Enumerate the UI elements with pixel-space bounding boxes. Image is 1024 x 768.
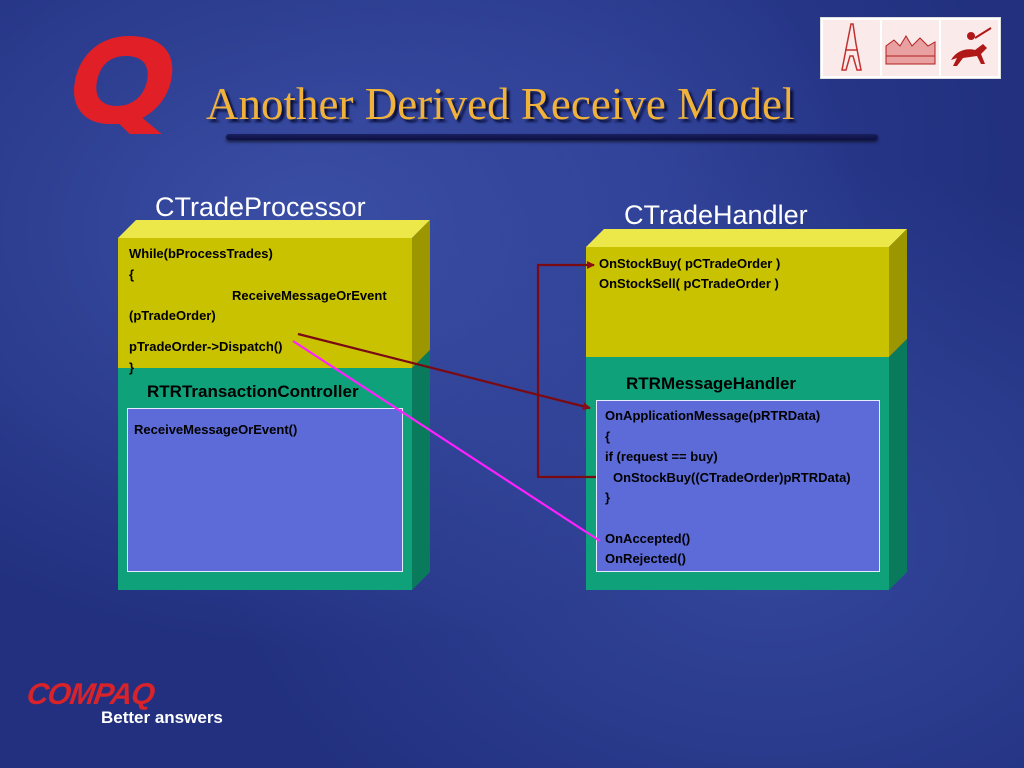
message-code-line-2: {	[605, 429, 611, 444]
controller-panel	[127, 408, 403, 572]
ctradehandler-label: CTradeHandler	[624, 200, 808, 230]
message-code-line-8: OnRejected()	[605, 551, 686, 566]
rtrmessagehandler-label: RTRMessageHandler	[626, 374, 797, 393]
message-code-line-5: }	[605, 490, 611, 505]
processor-code-line-1: While(bProcessTrades)	[129, 246, 273, 261]
processor-code-line-2: {	[129, 267, 135, 282]
ctradeprocessor-label: CTradeProcessor	[155, 192, 366, 222]
polo-rider-icon	[941, 20, 998, 76]
message-code-line-4: OnStockBuy((CTradeOrder)pRTRData)	[613, 470, 851, 485]
processor-code-line-3: ReceiveMessageOrEvent	[232, 288, 387, 303]
processor-code-line-4: (pTradeOrder)	[129, 308, 216, 323]
processor-code-line-5: pTradeOrder->Dispatch()	[129, 339, 283, 354]
eiffel-tower-icon	[823, 20, 880, 76]
message-code-line-1: OnApplicationMessage(pRTRData)	[605, 408, 821, 423]
castle-icon	[882, 20, 939, 76]
handler-code-line-1: OnStockBuy( pCTradeOrder )	[599, 256, 781, 271]
handler-code-line-2: OnStockSell( pCTradeOrder )	[599, 276, 779, 291]
message-handler-panel	[596, 400, 880, 572]
dispatch-to-onapplicationmessage-arrow	[297, 332, 591, 411]
title-underline	[226, 134, 878, 140]
compaq-logo-text: COMPAQ	[24, 678, 157, 711]
photo-strip	[820, 17, 1001, 79]
compaq-q-logo-icon	[74, 36, 173, 134]
dispatch-to-onaccepted-line	[292, 340, 601, 542]
processor-code-line-6: }	[129, 360, 135, 375]
message-code-line-7: OnAccepted()	[605, 531, 691, 546]
tagline: Better answers	[101, 708, 223, 727]
message-code-line-3: if (request == buy)	[605, 449, 718, 464]
controller-code-line-1: ReceiveMessageOrEvent()	[134, 422, 298, 437]
onstockbuy-loop-arrow	[536, 261, 596, 479]
slide-title: Another Derived Receive Model	[206, 79, 795, 129]
rtrtransactioncontroller-label: RTRTransactionController	[147, 382, 359, 401]
